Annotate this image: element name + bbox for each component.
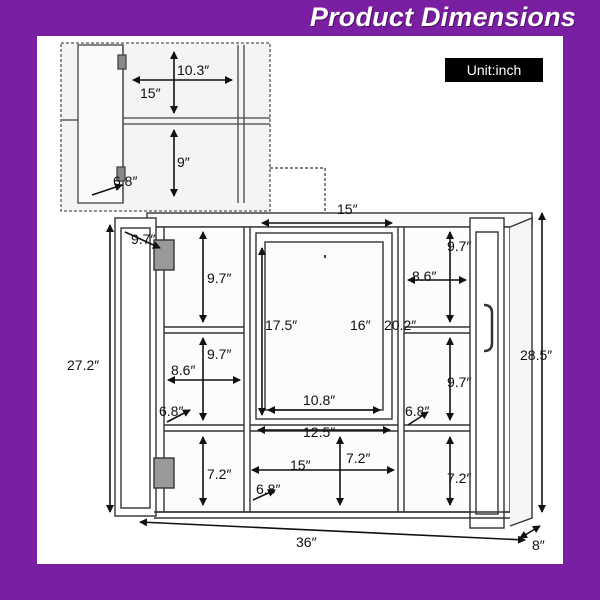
right-upper-height-label: 9.7″	[447, 238, 471, 254]
unit-badge: Unit:inch	[445, 58, 543, 82]
overall-depth-label: 8″	[532, 537, 545, 553]
left-upper-height-label: 9.7″	[207, 270, 231, 286]
left-middle-height-label: 9.7″	[207, 346, 231, 362]
inset-depth-label: 6.8″	[113, 173, 137, 189]
mirror-inner-height-label: 16″	[350, 317, 371, 333]
mirror-door-width-label: 15″	[337, 201, 358, 217]
left-lower-height-label: 7.2″	[207, 466, 231, 482]
right-lower-height-label: 7.2″	[447, 470, 471, 486]
bottom-shelf-height-label: 7.2″	[346, 450, 370, 466]
overall-height-label: 28.5″	[520, 347, 552, 363]
bottom-shelf-depth-label: 6.8″	[256, 481, 280, 497]
overall-side-height-label: 27.2″	[67, 357, 99, 373]
right-shelf-width-label: 8.6″	[412, 268, 436, 284]
left-depth-top-label: 9.7″	[131, 231, 155, 247]
page-title: Product Dimensions	[309, 2, 576, 32]
inset-interior-view	[60, 42, 271, 212]
mirror-width-label: 10.8″	[303, 392, 335, 408]
bottom-shelf-width-label: 15″	[290, 457, 311, 473]
right-middle-height-label: 9.7″	[447, 374, 471, 390]
inset-shelf-height-label: 10.3″	[177, 62, 209, 78]
overall-width-label: 36″	[296, 534, 317, 550]
left-shelf-depth-label: 6.8″	[159, 403, 183, 419]
right-shelf-depth-label: 6.8″	[405, 403, 429, 419]
mirror-height-label: 17.5″	[265, 317, 297, 333]
inset-width-label: 15″	[140, 85, 161, 101]
dimension-arrows	[106, 212, 546, 544]
center-opening-width-label: 12.5″	[303, 424, 335, 440]
left-shelf-width-label: 8.6″	[171, 362, 195, 378]
dimension-labels: 10.3″ 15″ 9″ 6.8″ 15″ 9.7″ 9.7″ 9.7″ 8.6…	[67, 62, 552, 553]
inset-lower-height-label: 9″	[177, 154, 190, 170]
center-height-label: 20.2″	[384, 317, 416, 333]
